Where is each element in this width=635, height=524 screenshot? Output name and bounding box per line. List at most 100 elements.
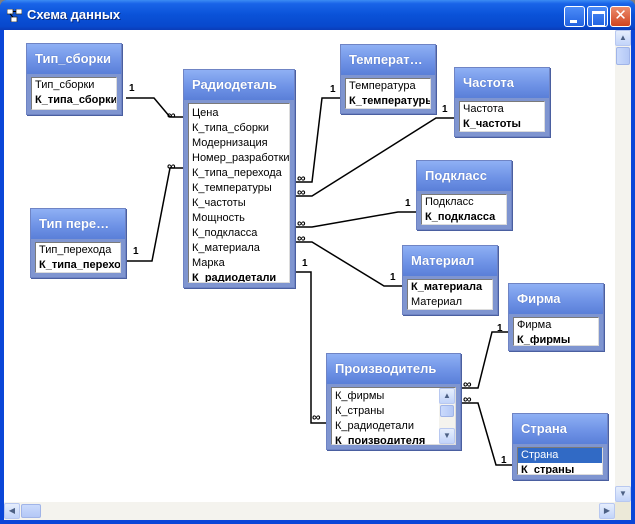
field-item-pk[interactable]: К_частоты <box>463 118 521 130</box>
field-list[interactable]: Тип_перехода К_типа_перехода <box>35 242 121 273</box>
field-item[interactable]: К_фирмы <box>335 390 385 402</box>
rel-line-proizvoditel <box>296 271 326 424</box>
field-item[interactable]: К_типа_сборки <box>192 122 269 134</box>
rel-line-podklass <box>296 211 416 228</box>
field-list[interactable]: К_фирмы К_страны К_радиодетали К_поизвод… <box>331 387 456 445</box>
field-item[interactable]: К_страны <box>335 405 385 417</box>
scroll-thumb[interactable] <box>616 47 630 65</box>
field-item[interactable]: Марка <box>192 257 225 269</box>
table-title[interactable]: Частота <box>455 68 549 98</box>
field-list[interactable]: Тип_сборки К_типа_сборки <box>31 77 117 110</box>
table-radiodetal[interactable]: Радиодеталь Цена К_типа_сборки Модерниза… <box>183 69 295 288</box>
table-title[interactable]: Подкласс <box>417 161 511 191</box>
rel-line-chastota <box>296 117 454 197</box>
table-material[interactable]: Материал К_материала Материал <box>402 245 498 315</box>
field-item-pk[interactable]: К_подкласса <box>425 211 496 223</box>
table-title[interactable]: Материал <box>403 246 497 276</box>
rel-line-material <box>296 241 402 287</box>
field-item[interactable]: Цена <box>192 107 219 119</box>
rel-many-label: ∞ <box>297 171 306 185</box>
field-list[interactable]: К_материала Материал <box>407 279 493 310</box>
scroll-thumb[interactable] <box>440 405 454 417</box>
table-title[interactable]: Тип_сборки <box>27 44 121 74</box>
field-item[interactable]: К_температуры <box>192 182 272 194</box>
relationships-icon <box>7 9 22 22</box>
scroll-down-button[interactable]: ▼ <box>439 428 455 444</box>
field-item[interactable]: К_частоты <box>192 197 246 209</box>
rel-line-temperatura <box>296 97 340 183</box>
table-tip-sborki[interactable]: Тип_сборки Тип_сборки К_типа_сборки <box>26 43 122 115</box>
field-item[interactable]: Материал <box>411 296 462 308</box>
table-title[interactable]: Фирма <box>509 284 603 314</box>
rel-line-tip-sborki <box>126 97 185 118</box>
field-item[interactable]: Тип_сборки <box>35 79 95 91</box>
field-list[interactable]: Температура К_температуры <box>345 78 431 109</box>
table-proizvoditel[interactable]: Производитель К_фирмы К_страны К_радиоде… <box>326 353 461 450</box>
field-item[interactable]: Подкласс <box>425 196 474 208</box>
scroll-right-button[interactable]: ▶ <box>599 503 615 519</box>
rel-line-firma <box>461 331 508 389</box>
field-item[interactable]: Температура <box>349 80 416 92</box>
field-item[interactable]: К_типа_перехода <box>192 167 282 179</box>
rel-many-label: ∞ <box>167 108 176 122</box>
field-item-pk[interactable]: К_радиодетали <box>192 272 277 283</box>
field-item-pk[interactable]: К_типа_перехода <box>39 259 121 271</box>
title-bar[interactable]: Схема данных ✕ <box>0 0 635 30</box>
field-item-pk[interactable]: К_страны <box>521 464 575 475</box>
field-list[interactable]: Подкласс К_подкласса <box>421 194 507 225</box>
field-item-pk[interactable]: К_фирмы <box>517 334 571 346</box>
rel-many-label: ∞ <box>463 392 472 406</box>
table-temperatura[interactable]: Температ… Температура К_температуры <box>340 44 436 114</box>
rel-one-label: 1 <box>302 258 308 269</box>
field-item[interactable]: Номер_разработки <box>192 152 290 164</box>
table-strana[interactable]: Страна Страна К_страны <box>512 413 608 480</box>
field-item[interactable]: К_подкласса <box>192 227 258 239</box>
field-item-pk[interactable]: К_типа_сборки <box>35 94 117 106</box>
horizontal-scrollbar[interactable]: ◀ ▶ <box>4 502 615 520</box>
field-item[interactable]: К_радиодетали <box>335 420 414 432</box>
field-list[interactable]: Цена К_типа_сборки Модернизация Номер_ра… <box>188 103 290 283</box>
close-icon: ✕ <box>614 7 627 24</box>
size-grip[interactable] <box>615 502 631 520</box>
table-tip-perehoda[interactable]: Тип пере… Тип_перехода К_типа_перехода <box>30 208 126 278</box>
scroll-thumb[interactable] <box>21 504 41 518</box>
table-podklass[interactable]: Подкласс Подкласс К_подкласса <box>416 160 512 230</box>
field-item[interactable]: Модернизация <box>192 137 268 149</box>
scroll-down-button[interactable]: ▼ <box>615 486 631 502</box>
rel-many-label: ∞ <box>297 231 306 245</box>
scroll-left-button[interactable]: ◀ <box>4 503 20 519</box>
scroll-up-button[interactable]: ▲ <box>439 388 455 404</box>
scroll-up-button[interactable]: ▲ <box>615 30 631 46</box>
field-list[interactable]: Фирма К_фирмы <box>513 317 599 346</box>
client-area: 1 ∞ 1 ∞ 1 ∞ 1 ∞ 1 ∞ 1 ∞ 1 ∞ 1 ∞ 1 ∞ Тип_… <box>4 30 631 520</box>
field-list[interactable]: Страна К_страны <box>517 447 603 475</box>
vertical-scrollbar[interactable]: ▲ ▼ <box>615 30 631 502</box>
table-title[interactable]: Страна <box>513 414 607 444</box>
table-title[interactable]: Тип пере… <box>31 209 125 239</box>
table-title[interactable]: Производитель <box>327 354 460 384</box>
minimize-button[interactable] <box>564 6 585 27</box>
table-title[interactable]: Радиодеталь <box>184 70 294 100</box>
field-item[interactable]: Мощность <box>192 212 245 224</box>
rel-many-label: ∞ <box>297 216 306 230</box>
field-item-pk[interactable]: К_материала <box>411 281 483 293</box>
rel-many-label: ∞ <box>297 185 306 199</box>
table-firma[interactable]: Фирма Фирма К_фирмы <box>508 283 604 351</box>
field-item-pk[interactable]: К_поизводителя <box>335 435 426 445</box>
rel-line-strana <box>461 402 512 466</box>
close-button[interactable]: ✕ <box>610 6 631 27</box>
field-item-pk[interactable]: К_температуры <box>349 95 431 107</box>
field-item[interactable]: Частота <box>463 103 504 115</box>
table-title[interactable]: Температ… <box>341 45 435 75</box>
field-item[interactable]: Фирма <box>517 319 552 331</box>
field-item[interactable]: К_материала <box>192 242 260 254</box>
field-list-scrollbar[interactable]: ▲ ▼ <box>439 388 455 444</box>
maximize-button[interactable] <box>587 6 608 27</box>
schema-canvas[interactable]: 1 ∞ 1 ∞ 1 ∞ 1 ∞ 1 ∞ 1 ∞ 1 ∞ 1 ∞ 1 ∞ Тип_… <box>4 30 615 502</box>
table-chastota[interactable]: Частота Частота К_частоты <box>454 67 550 137</box>
field-item-selected[interactable]: Страна <box>518 448 602 463</box>
rel-one-label: 1 <box>129 83 135 94</box>
field-item[interactable]: Тип_перехода <box>39 244 112 256</box>
field-list[interactable]: Частота К_частоты <box>459 101 545 132</box>
